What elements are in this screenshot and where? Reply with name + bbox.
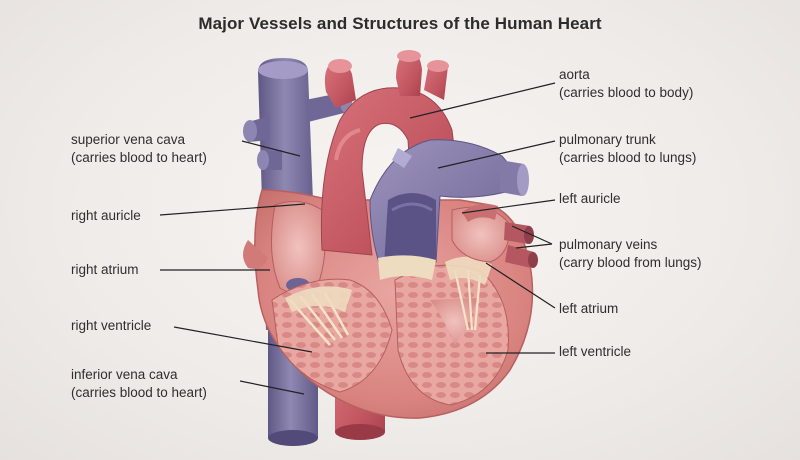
- label-superior-vena-cava: superior vena cava (carries blood to hea…: [71, 131, 207, 167]
- label-right-ventricle-name: right ventricle: [71, 318, 152, 333]
- leader-lines: [159, 82, 556, 395]
- leader-line-pulmonary-veins-1: [511, 225, 553, 245]
- label-left-ventricle-name: left ventricle: [559, 344, 632, 359]
- right-ventricle-chamber: [271, 278, 393, 393]
- right-atrium-chamber: [270, 200, 326, 294]
- aorta-shape: [320, 50, 459, 256]
- label-inferior-vena-cava: inferior vena cava (carries blood to hea…: [71, 366, 207, 402]
- leader-line-aorta: [409, 82, 556, 119]
- left-ventricle-chamber: [394, 256, 509, 406]
- label-pulmonary-trunk: pulmonary trunk (carries blood to lungs): [559, 131, 696, 167]
- label-inferior-vena-cava-note: (carries blood to heart): [71, 385, 207, 400]
- label-aorta-note: (carries blood to body): [559, 85, 694, 100]
- label-aorta-name: aorta: [559, 67, 590, 82]
- pulmonary-veins-shape: [504, 222, 538, 268]
- label-left-atrium-name: left atrium: [559, 301, 619, 316]
- pulmonary-trunk-shape: [369, 139, 529, 280]
- label-right-auricle-name: right auricle: [71, 208, 141, 223]
- label-left-auricle: left auricle: [559, 190, 621, 208]
- label-right-atrium-name: right atrium: [71, 262, 139, 277]
- label-left-auricle-name: left auricle: [559, 191, 621, 206]
- label-right-auricle: right auricle: [71, 207, 141, 225]
- label-aorta: aorta (carries blood to body): [559, 66, 693, 102]
- label-superior-vena-cava-name: superior vena cava: [71, 132, 186, 147]
- leader-line-pulmonary-veins-2: [515, 243, 553, 249]
- leader-line-superior-vena-cava: [241, 140, 301, 157]
- leader-line-right-auricle: [159, 203, 306, 216]
- label-right-ventricle: right ventricle: [71, 317, 151, 335]
- label-pulmonary-veins: pulmonary veins (carry blood from lungs): [559, 236, 702, 272]
- label-pulmonary-veins-name: pulmonary veins: [559, 237, 658, 252]
- label-pulmonary-trunk-note: (carries blood to lungs): [559, 150, 697, 165]
- page-title: Major Vessels and Structures of the Huma…: [198, 14, 602, 33]
- leader-line-inferior-vena-cava: [239, 380, 305, 395]
- leader-line-right-ventricle: [173, 326, 313, 353]
- label-pulmonary-veins-note: (carry blood from lungs): [559, 255, 702, 270]
- label-inferior-vena-cava-name: inferior vena cava: [71, 367, 178, 382]
- label-left-ventricle: left ventricle: [559, 343, 631, 361]
- leader-line-pulmonary-trunk: [437, 140, 556, 169]
- label-right-atrium: right atrium: [71, 261, 139, 279]
- left-atrium-chamber: [451, 204, 511, 263]
- label-pulmonary-trunk-name: pulmonary trunk: [559, 132, 656, 147]
- leader-line-left-atrium: [485, 262, 556, 309]
- label-superior-vena-cava-note: (carries blood to heart): [71, 150, 207, 165]
- label-left-atrium: left atrium: [559, 300, 618, 318]
- leader-line-left-auricle: [461, 199, 556, 214]
